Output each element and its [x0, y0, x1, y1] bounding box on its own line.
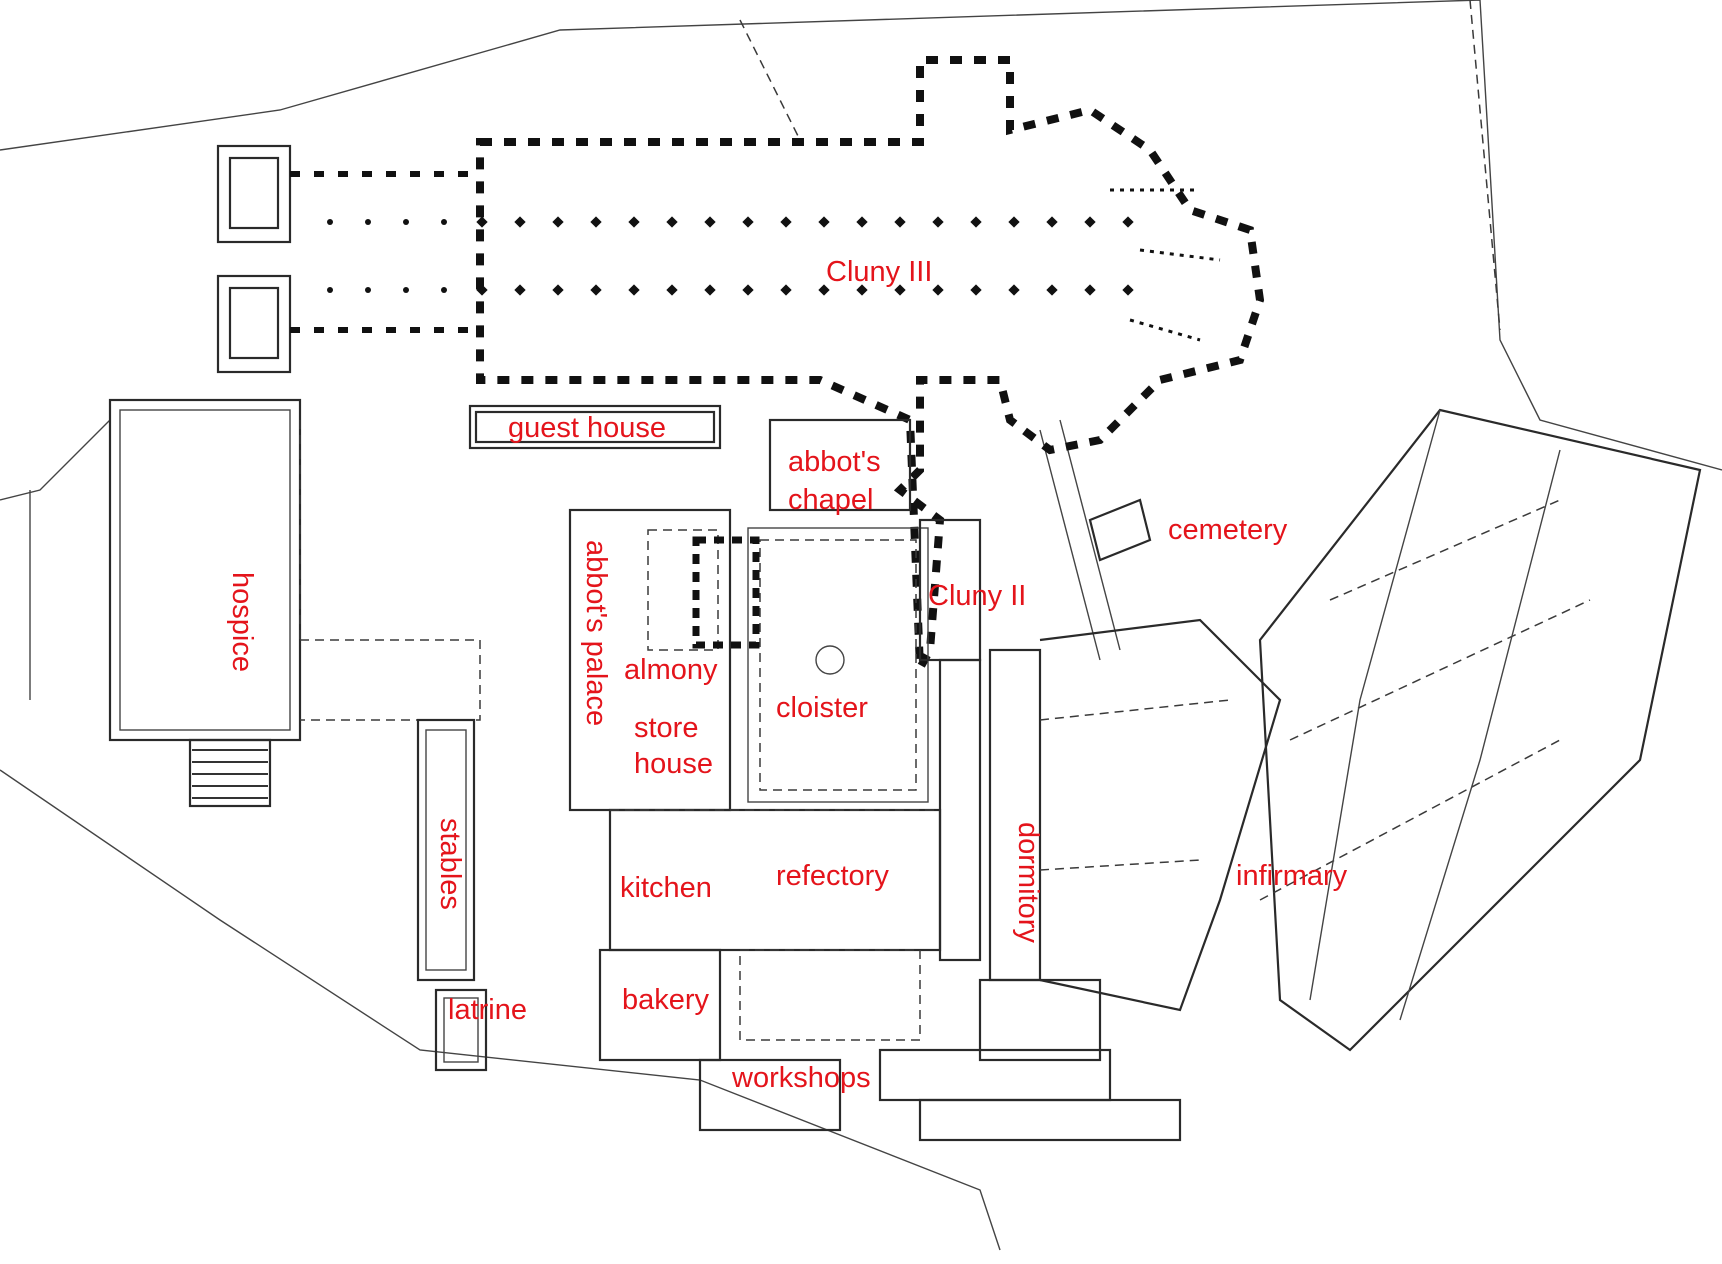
pier	[780, 284, 792, 296]
pier	[441, 287, 447, 293]
pier	[856, 284, 868, 296]
infirmary-complex	[1039, 408, 1702, 1052]
pier	[780, 216, 792, 228]
pier	[742, 284, 754, 296]
label-bakery: bakery	[622, 984, 710, 1016]
cemetery-chapel	[1088, 498, 1152, 562]
stables-building	[416, 718, 476, 982]
pier	[818, 216, 830, 228]
pier	[552, 216, 564, 228]
pier	[365, 287, 371, 293]
pier	[1084, 216, 1096, 228]
pier	[590, 284, 602, 296]
pier	[514, 284, 526, 296]
pier	[552, 284, 564, 296]
pier	[327, 287, 333, 293]
pier	[1008, 284, 1020, 296]
label-refectory: refectory	[776, 860, 889, 892]
pier	[742, 216, 754, 228]
label-cluny-iii: Cluny III	[826, 256, 933, 288]
label-almony: almony	[624, 654, 718, 686]
pier	[628, 284, 640, 296]
pier	[970, 284, 982, 296]
hospice-building	[108, 398, 481, 808]
label-kitchen: kitchen	[620, 872, 712, 904]
label-abbots-chapel-1: abbot's	[788, 446, 881, 478]
pier	[666, 216, 678, 228]
pier	[1122, 284, 1134, 296]
label-hospice: hospice	[226, 572, 258, 672]
pier	[1122, 216, 1134, 228]
pier	[327, 219, 333, 225]
label-latrine: latrine	[448, 994, 527, 1026]
latrine-building	[434, 988, 488, 1072]
pier	[894, 284, 906, 296]
pier	[818, 284, 830, 296]
pier	[403, 287, 409, 293]
label-guest-house: guest house	[508, 412, 667, 444]
pier	[704, 284, 716, 296]
pier	[514, 216, 526, 228]
pier	[932, 216, 944, 228]
pier	[441, 219, 447, 225]
pier	[365, 219, 371, 225]
label-dormitory: dormitory	[1012, 822, 1044, 943]
cloister-complex	[568, 418, 1182, 1142]
pier	[590, 216, 602, 228]
label-workshops: workshops	[732, 1062, 871, 1094]
label-abbots-chapel-2: chapel	[788, 484, 874, 516]
pier	[476, 216, 488, 228]
label-cluny-ii: Cluny II	[928, 580, 1027, 612]
pier	[704, 216, 716, 228]
guest-house-building	[468, 404, 722, 450]
pier	[403, 219, 409, 225]
pier	[856, 216, 868, 228]
label-cloister: cloister	[776, 692, 868, 724]
pier	[970, 216, 982, 228]
nave-piers	[327, 216, 1134, 296]
pier	[932, 284, 944, 296]
label-cemetery: cemetery	[1168, 514, 1288, 546]
pier	[628, 216, 640, 228]
pier	[476, 284, 488, 296]
label-stables: stables	[434, 818, 466, 910]
label-store-house-1: store	[634, 712, 699, 744]
label-infirmary: infirmary	[1236, 860, 1348, 892]
pier	[1046, 284, 1058, 296]
pier	[666, 284, 678, 296]
cluny-iii-church	[216, 56, 1265, 683]
pier	[1084, 284, 1096, 296]
label-abbots-palace: abbot's palace	[580, 540, 612, 727]
label-store-house-2: house	[634, 748, 714, 780]
pier	[894, 216, 906, 228]
pier	[1046, 216, 1058, 228]
pier	[1008, 216, 1020, 228]
